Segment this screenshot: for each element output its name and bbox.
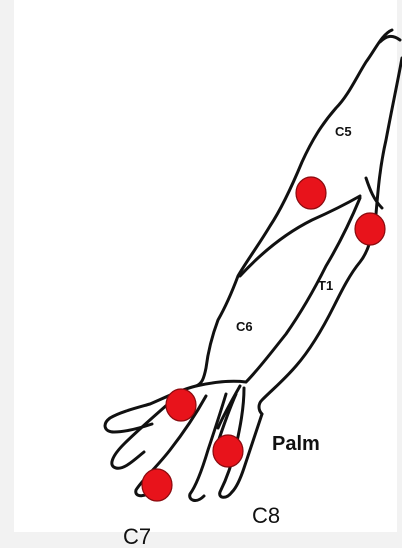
label-palm: Palm [272,433,320,456]
marker-thumb [166,389,196,421]
marker-upper-arm-medial [355,213,385,245]
label-c7: C7 [123,524,151,548]
label-c8: C8 [252,503,280,529]
label-c6: C6 [236,319,253,334]
marker-ring-finger [213,435,243,467]
wrist-line [196,381,246,386]
label-c5: C5 [335,124,352,139]
marker-middle-finger [142,469,172,501]
marker-upper-arm [296,177,326,209]
arm-outline-lateral [196,30,392,386]
label-t1: T1 [318,278,333,293]
